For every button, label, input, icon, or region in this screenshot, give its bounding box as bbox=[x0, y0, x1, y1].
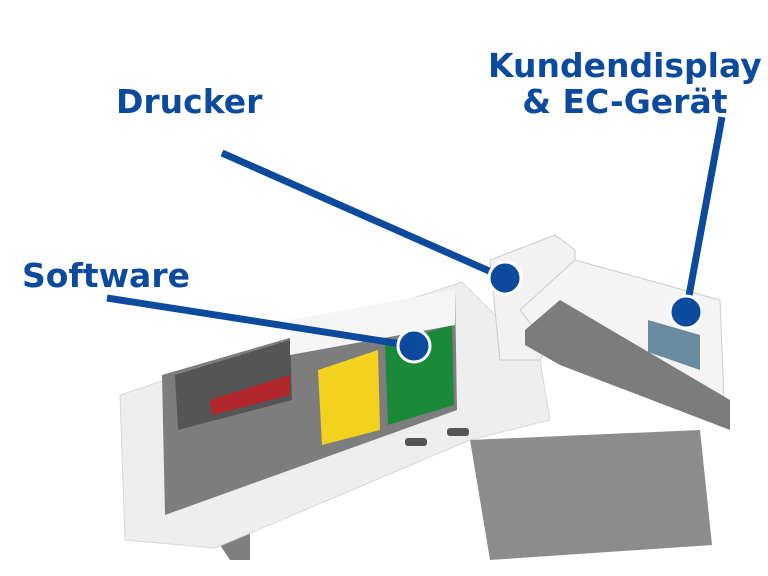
customer-display-label: Kundendisplay & EC-Gerät bbox=[488, 48, 762, 120]
screen-header bbox=[290, 290, 455, 355]
ec-terminal-screen bbox=[648, 320, 700, 370]
display-callout-dot bbox=[668, 294, 704, 330]
tablet-screen bbox=[162, 290, 457, 515]
software-label: Software bbox=[22, 256, 190, 295]
customer-display-front bbox=[525, 300, 730, 430]
screen-red-buttons bbox=[210, 375, 290, 415]
software-callout-dot bbox=[396, 328, 432, 364]
screen-button-grid bbox=[175, 340, 292, 430]
display-callout-line bbox=[682, 116, 726, 313]
device-base bbox=[470, 430, 712, 560]
printer-callout-line bbox=[220, 149, 507, 282]
side-button bbox=[405, 438, 427, 446]
customer-display-label-line2: & EC-Gerät bbox=[522, 82, 728, 121]
software-callout-line bbox=[106, 294, 415, 350]
printer-label: Drucker bbox=[116, 82, 263, 121]
printer-callout-dot bbox=[487, 260, 523, 296]
customer-display-label-line1: Kundendisplay bbox=[488, 46, 762, 85]
screen-yellow-buttons bbox=[318, 350, 380, 445]
side-button bbox=[447, 428, 469, 436]
